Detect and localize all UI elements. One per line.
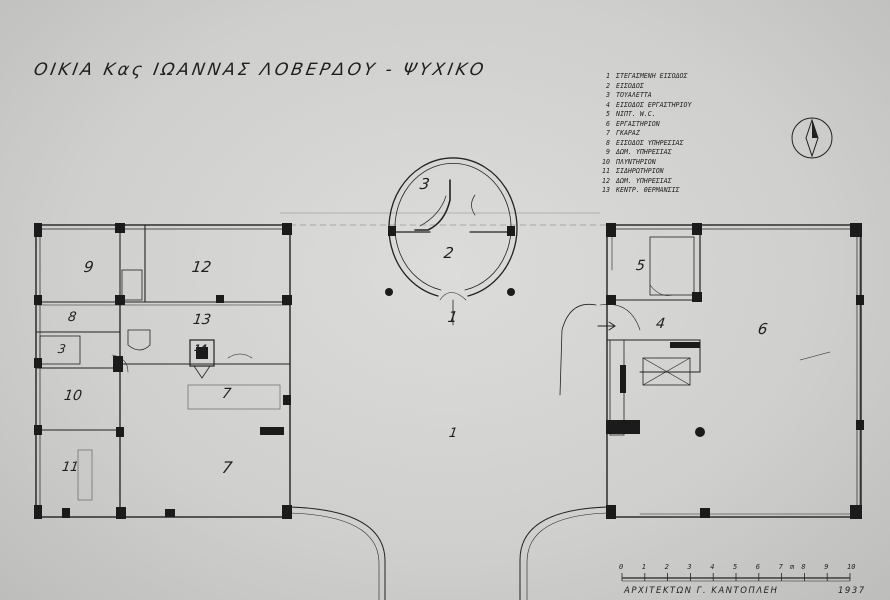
wc-room: [39, 335, 81, 365]
right-wing-outline: [606, 224, 862, 518]
legend-number: 7: [606, 129, 610, 137]
legend-text: ΕΙΣΟΔΟΣ ΕΡΓΑΣΤΗΡΙΟΥ: [616, 100, 692, 109]
partition-wall: [606, 339, 701, 373]
legend-number: 11: [602, 167, 610, 175]
legend-text: ΕΙΣΟΔΟΣ ΥΠΗΡΕΣΙΑΣ: [616, 138, 684, 147]
legend-text: ΕΙΣΟΔΟΣ: [616, 81, 644, 90]
architect-credit: ΑΡΧΙΤΕΚΤΩΝ Γ. ΚΑΝΤΟΠΛΕΗ: [624, 586, 779, 596]
scale-tick-label: 3: [687, 563, 692, 571]
ironing-table: [77, 449, 93, 501]
legend-text: ΣΙΔΗΡΩΤΗΡΙΟΝ: [616, 167, 664, 175]
legend-number: 10: [602, 157, 610, 166]
scale-unit: m: [790, 563, 795, 571]
entrance-rotunda: [388, 157, 518, 326]
legend-text: ΤΟΥΑΛΕΤΤΑ: [616, 91, 652, 99]
scale-bar: [621, 573, 851, 582]
leader-line: [799, 351, 831, 361]
scale-tick-label: 1: [641, 563, 647, 571]
closet: [121, 269, 143, 301]
stair-cross: [642, 357, 691, 386]
legend-item: 9 ΔΩΜ. ΥΠΗΡΕΣΙΑΣ: [592, 148, 732, 158]
legend-item: 10 ΠΛΥΝΤΗΡΙΟΝ: [592, 158, 732, 168]
legend-number: 12: [602, 176, 610, 185]
scale-tick-label: 8: [801, 563, 806, 571]
legend-number: 9: [606, 148, 610, 156]
legend-number: 5: [606, 110, 610, 118]
scale-tick-label: 0: [619, 563, 624, 571]
legend-number: 6: [606, 119, 610, 128]
legend-number: 13: [602, 186, 610, 194]
scale-tick-label: 10: [847, 563, 856, 571]
garage-pit: [187, 384, 281, 410]
door-swing: [599, 303, 641, 331]
toilet-wall: [419, 195, 447, 227]
driveway-curve: [289, 506, 386, 600]
room-label: 14: [193, 344, 208, 354]
north-arrow-icon: [791, 117, 833, 159]
left-wing-outline: [35, 224, 291, 518]
legend-item: 11 ΣΙΔΗΡΩΤΗΡΙΟΝ: [592, 167, 732, 177]
round-columns: [113, 288, 705, 437]
room-label: 11: [60, 460, 80, 475]
scale-tick-label: 4: [710, 563, 715, 571]
scale-tick-label: 2: [664, 563, 669, 571]
stair: [127, 329, 151, 351]
legend-number: 3: [606, 91, 610, 99]
legend-text: ΝΙΠΤ. W.C.: [616, 110, 656, 118]
room-label: 10: [62, 388, 83, 404]
chimney-flue: [193, 365, 211, 379]
structural-columns: [34, 223, 864, 519]
legend-item: 2 ΕΙΣΟΔΟΣ: [592, 82, 732, 92]
toilet-wall: [414, 179, 451, 231]
driveway-curve: [289, 512, 380, 600]
door-swing: [111, 354, 129, 373]
scale-tick-label: 5: [733, 563, 738, 571]
door-swing: [439, 292, 467, 301]
legend-text: ΣΤΕΓΑΣΜΕΝΗ ΕΙΣΟΔΟΣ: [616, 72, 688, 80]
legend-item: 4 ΕΙΣΟΔΟΣ ΕΡΓΑΣΤΗΡΙΟΥ: [592, 101, 732, 111]
room-label: 13: [191, 312, 212, 328]
legend-number: 4: [606, 100, 610, 109]
legend-item: 12 ΔΩΜ. ΥΠΗΡΕΣΙΑΣ: [592, 177, 732, 187]
room-label: 12: [190, 258, 213, 276]
legend-text: ΚΕΝΤΡ. ΘΕΡΜΑΝΣΙΣ: [616, 186, 680, 194]
right-wing-plan: [559, 224, 862, 518]
scale-tick-label: 9: [824, 563, 829, 571]
legend-item: 6 ΕΡΓΑΣΤΗΡΙΟΝ: [592, 120, 732, 130]
legend-text: ΕΡΓΑΣΤΗΡΙΟΝ: [616, 119, 660, 128]
scale-tick-label: 7: [778, 563, 783, 571]
legend-text: ΔΩΜ. ΥΠΗΡΕΣΙΑΣ: [616, 176, 672, 185]
legend-item: 7 ΓΚΑΡΑΖ: [592, 129, 732, 139]
driveway-curve: [526, 512, 608, 600]
legend-item: 1 ΣΤΕΓΑΣΜΕΝΗ ΕΙΣΟΔΟΣ: [592, 72, 732, 82]
legend-item: 8 ΕΙΣΟΔΟΣ ΥΠΗΡΕΣΙΑΣ: [592, 139, 732, 149]
left-wing-plan: [35, 224, 291, 518]
legend-text: ΠΛΥΝΤΗΡΙΟΝ: [616, 157, 656, 166]
scale-tick-label: 6: [755, 563, 761, 571]
rotunda-wall-inner: [394, 163, 512, 291]
door-swing: [649, 284, 673, 296]
legend-number: 8: [606, 138, 610, 147]
stair: [642, 357, 691, 386]
driveway-curve: [519, 506, 608, 600]
door-swing: [227, 353, 253, 359]
room-14-box: [189, 339, 215, 367]
rotunda-wall: [388, 157, 518, 297]
legend-text: ΓΚΑΡΑΖ: [616, 129, 640, 137]
legend-number: 2: [606, 81, 610, 90]
legend-number: 1: [606, 72, 610, 80]
legend-item: 5 ΝΙΠΤ. W.C.: [592, 110, 732, 120]
door-swing: [471, 194, 476, 216]
drawing-year: 1937: [838, 586, 866, 596]
entry-arrow: [608, 321, 616, 331]
legend-item: 13 ΚΕΝΤΡ. ΘΕΡΜΑΝΣΙΣ: [592, 186, 732, 196]
legend-text: ΔΩΜ. ΥΠΗΡΕΣΙΑΣ: [616, 148, 672, 156]
wc-room: [649, 236, 695, 296]
legend-item: 3 ΤΟΥΑΛΕΤΤΑ: [592, 91, 732, 101]
entry-path: [559, 303, 597, 396]
